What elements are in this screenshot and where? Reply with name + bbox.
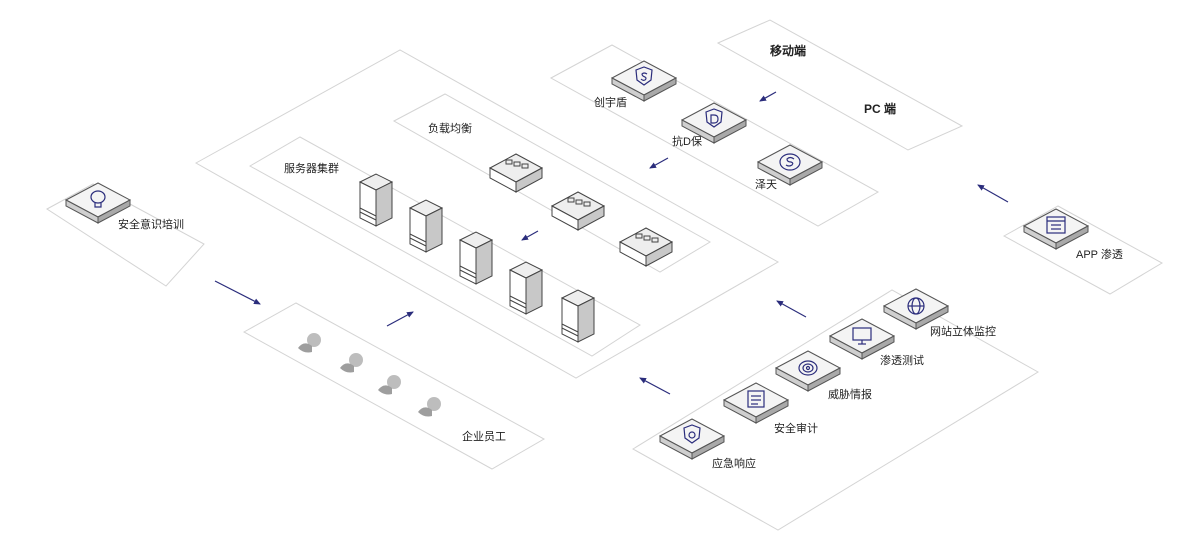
tile-app [1022,208,1090,250]
load-balancer-1 [488,153,544,193]
server-4 [508,261,544,315]
target-icon [798,360,818,376]
server-5 [560,289,596,343]
arrow-loadbalance-to-servers [521,230,539,241]
label-shentou: 渗透测试 [880,353,924,367]
label-qiyeyuangong: 企业员工 [462,429,506,443]
server-1 [358,173,394,227]
arrow-app-to-pc [977,184,1009,203]
server-2 [408,199,444,253]
person-4 [418,397,441,417]
label-anquanyishi: 安全意识培训 [118,217,184,231]
tile-kangdbao [680,102,748,144]
arrow-mobile-to-pc [759,91,777,102]
shield-s-icon [635,66,653,86]
app-window-icon [1046,216,1066,234]
person-3 [378,375,401,395]
label-app: APP 渗透 [1076,247,1123,261]
platform-main [194,49,780,379]
label-chuangyudun: 创宇盾 [594,96,627,109]
load-balancer-3 [618,227,674,267]
label-yingji: 应急响应 [712,456,756,470]
tile-shentou [828,318,896,360]
tile-yingji [658,418,726,460]
shield-alert-icon [683,424,701,444]
label-kangdbao: 抗D保 [672,134,702,148]
server-3 [458,231,494,285]
circle-s-icon [779,153,801,171]
lightbulb-icon [90,190,106,208]
arrow-training-to-staff [214,280,261,305]
platform-mobile [716,19,964,151]
platform-services [632,289,1039,531]
person-2 [340,353,363,373]
load-balancer-2 [550,191,606,231]
arrow-services-to-main [776,300,807,318]
tile-zetian [756,144,824,186]
monitor-icon [852,327,872,345]
label-fuwuqi: 服务器集群 [284,161,339,175]
label-wangzhan: 网站立体监控 [930,324,996,338]
label-shenji: 安全审计 [774,421,818,435]
tile-chuangyudun [610,60,678,102]
tile-wangzhan [882,288,950,330]
label-fuzai: 负载均衡 [428,121,472,135]
arrow-staff-to-main [386,311,414,327]
label-pc: PC 端 [864,101,896,116]
document-icon [747,390,765,408]
globe-icon [907,297,925,315]
arrow-pc-to-loadbalance [649,157,669,169]
arrow-services-to-staff [639,377,671,395]
person-1 [298,333,321,353]
label-zetian: 泽天 [755,178,777,191]
tile-anquanyishi [64,182,132,224]
tile-shenji [722,382,790,424]
label-weixie: 威胁情报 [828,387,872,401]
label-mobile: 移动端 [770,43,806,58]
tile-weixie [774,350,842,392]
shield-d-icon [705,108,723,128]
